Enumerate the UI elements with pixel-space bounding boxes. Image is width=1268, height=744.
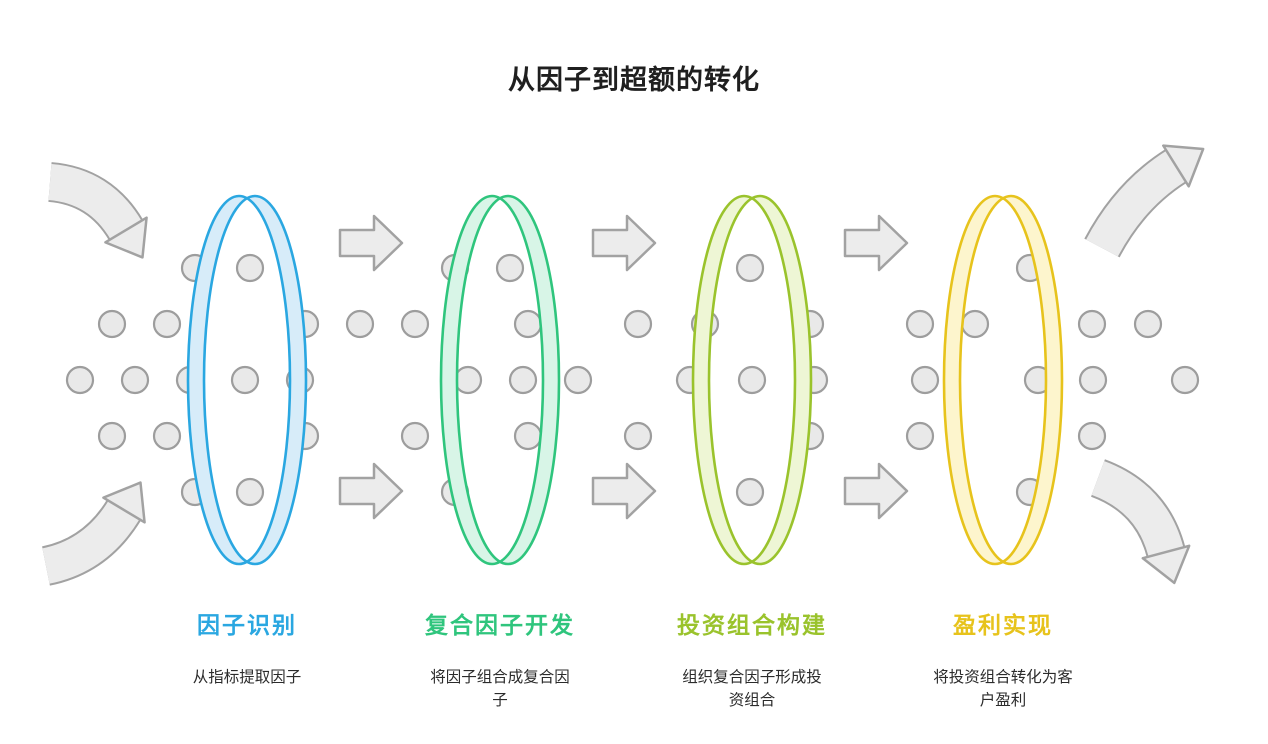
data-dot xyxy=(65,365,95,395)
stage-1-description: 从指标提取因子 xyxy=(192,669,302,686)
outflow-arrow-top-right-head xyxy=(1162,144,1205,188)
data-dot xyxy=(735,477,765,507)
data-dot xyxy=(1133,309,1163,339)
stage-caption-4: 盈利实现 将投资组合转化为客户盈利 xyxy=(888,606,1118,713)
stage-3-label: 投资组合构建 xyxy=(677,612,827,638)
data-dot xyxy=(1077,421,1107,451)
data-dot xyxy=(735,253,765,283)
stage-ring-1 xyxy=(186,194,308,566)
inflow-arrow-bottom-left-band xyxy=(41,500,140,584)
data-dot xyxy=(508,365,538,395)
inflow-arrow-bottom-left-head xyxy=(102,481,146,524)
flow-arrow-4 xyxy=(338,462,404,520)
stage-4-label: 盈利实现 xyxy=(953,612,1053,638)
stage-2-label: 复合因子开发 xyxy=(425,612,575,638)
diagram-title: 从因子到超额的转化 xyxy=(508,65,760,95)
data-dot xyxy=(905,309,935,339)
outflow-arrow-top-right-band xyxy=(1086,150,1186,257)
data-dot xyxy=(453,365,483,395)
data-dot xyxy=(513,421,543,451)
data-dot xyxy=(230,365,260,395)
outflow-arrow-bottom-right-band xyxy=(1091,461,1184,558)
data-dot xyxy=(235,253,265,283)
stage-caption-2: 复合因子开发 将因子组合成复合因子 xyxy=(385,606,615,713)
data-dot xyxy=(623,421,653,451)
data-dot xyxy=(345,309,375,339)
stage-caption-3: 投资组合构建 组织复合因子形成投资组合 xyxy=(637,606,867,713)
data-dot xyxy=(960,309,990,339)
data-dot xyxy=(97,309,127,339)
data-dot xyxy=(905,421,935,451)
inflow-arrow-top-left-head xyxy=(104,216,148,259)
data-dot xyxy=(513,309,543,339)
stage-ring-2 xyxy=(439,194,561,566)
data-dot xyxy=(152,309,182,339)
flow-arrow-6 xyxy=(843,462,909,520)
stage-2-description: 将因子组合成复合因子 xyxy=(430,669,570,710)
data-dot xyxy=(1170,365,1200,395)
flow-arrow-3 xyxy=(843,214,909,272)
stage-3-description: 组织复合因子形成投资组合 xyxy=(682,669,822,710)
flow-arrow-2 xyxy=(591,214,657,272)
data-dot xyxy=(495,253,525,283)
inflow-arrow-top-left-band xyxy=(47,164,142,240)
data-dot xyxy=(400,421,430,451)
flow-arrow-1 xyxy=(338,214,404,272)
data-dot xyxy=(623,309,653,339)
data-dot xyxy=(120,365,150,395)
data-dot xyxy=(1077,309,1107,339)
data-dot xyxy=(97,421,127,451)
stage-1-label: 因子识别 xyxy=(197,612,297,638)
outflow-arrow-bottom-right-head xyxy=(1141,544,1191,585)
flow-arrow-5 xyxy=(591,462,657,520)
data-dot xyxy=(235,477,265,507)
data-dot xyxy=(737,365,767,395)
stage-ring-4 xyxy=(942,194,1064,566)
data-dot xyxy=(152,421,182,451)
stage-4-description: 将投资组合转化为客户盈利 xyxy=(933,669,1073,710)
data-dot xyxy=(400,309,430,339)
stage-ring-3 xyxy=(691,194,813,566)
stage-caption-1: 因子识别 从指标提取因子 xyxy=(132,606,362,689)
data-dot xyxy=(563,365,593,395)
data-dot xyxy=(1078,365,1108,395)
data-dot xyxy=(910,365,940,395)
